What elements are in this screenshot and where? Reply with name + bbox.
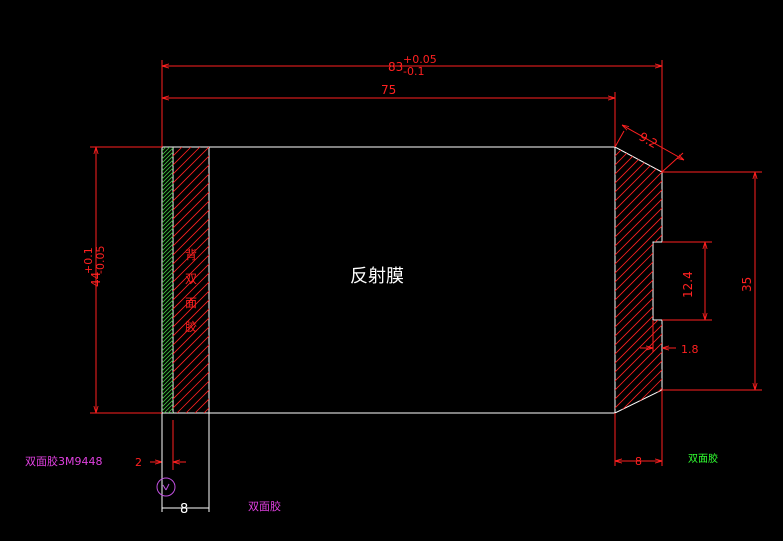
- dim-right-strip: 8: [614, 390, 663, 468]
- dim-left-strip: 8: [156, 413, 210, 517]
- note-right-tape: 双面胶: [688, 452, 718, 465]
- dim-body-length: 75: [162, 83, 616, 147]
- dim-overall-lower-tol: -0.1: [403, 65, 424, 78]
- back-tape-hatch: [173, 147, 209, 413]
- dim-height-lower-tol: -0.05: [94, 246, 107, 274]
- right-tape-hatch: [615, 147, 662, 413]
- dim-right-strip-text: 8: [635, 455, 642, 468]
- green-strip-hatch: [162, 147, 173, 413]
- svg-text:背: 背: [185, 248, 197, 262]
- dim-left-strip-text: 8: [180, 502, 188, 517]
- dim-notch-depth: 1.8: [640, 320, 699, 356]
- dim-notch-height-text: 12.4: [681, 271, 695, 298]
- dim-overall-length: 83 +0.05 -0.1: [161, 53, 663, 172]
- dim-height-nominal: 44: [89, 272, 103, 287]
- dim-overall-nominal: 83: [388, 60, 403, 74]
- dim-overall-upper-tol: +0.05: [403, 53, 437, 66]
- note-bottom-tape: 双面胶: [248, 499, 281, 513]
- dim-height-upper-tol: +0.1: [82, 247, 95, 274]
- dim-left-edge-text: 2: [135, 456, 142, 469]
- back-tape-label: 背 双 面 胶: [185, 248, 197, 334]
- dim-notch-depth-text: 1.8: [681, 343, 699, 356]
- dim-height: 44 +0.1 -0.05: [82, 146, 162, 414]
- reflective-film-label: 反射膜: [350, 266, 404, 287]
- note-tape-3m9448: 双面胶3M9448: [25, 454, 102, 468]
- detail-circle-marker: [156, 477, 176, 497]
- dim-tab-width-text: 35: [740, 277, 754, 292]
- part-outline: [161, 146, 663, 414]
- svg-text:双: 双: [185, 272, 197, 286]
- dim-chamfer-text: 9.2: [637, 129, 661, 151]
- svg-text:胶: 胶: [185, 319, 197, 334]
- dim-notch-height: 12.4: [662, 241, 712, 321]
- dim-body-length-text: 75: [381, 83, 396, 97]
- svg-text:面: 面: [185, 296, 197, 310]
- dim-left-edge: 2: [135, 420, 186, 470]
- dim-tab-width: 35: [662, 171, 762, 391]
